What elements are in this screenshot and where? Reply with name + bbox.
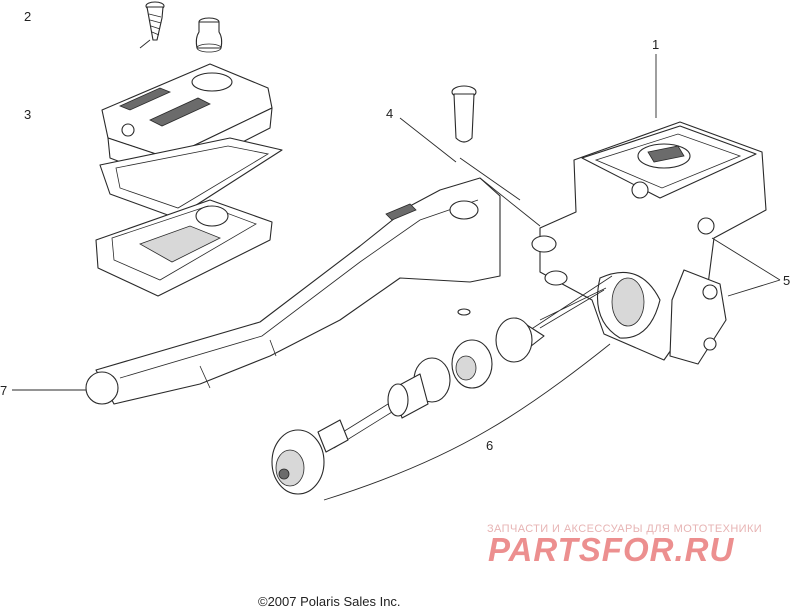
watermark-tagline: ЗАПЧАСТИ И АКСЕССУАРЫ ДЛЯ МОТОТЕХНИКИ [487,523,763,535]
callout-1: 1 [652,37,659,52]
callout-6: 6 [486,438,493,453]
part-grommet [195,17,223,53]
callout-labels: 1 2 3 4 5 6 7 [0,9,790,453]
part-gasket [99,137,283,219]
callout-4: 4 [386,106,393,121]
copyright-text: ©2007 Polaris Sales Inc. [258,594,401,609]
callout-2: 2 [24,9,31,24]
part-master-cylinder [531,121,767,365]
leader-lines [12,39,781,501]
callout-7: 7 [0,383,7,398]
part-diaphragm [95,199,273,297]
callout-5: 5 [783,273,790,288]
part-pivot-bolt [451,85,477,316]
part-screw [145,1,165,41]
part-piston-kit [271,275,613,495]
watermark-logo: PARTSFOR.RU [488,531,735,568]
part-brake-lever [85,177,501,405]
callout-3: 3 [24,107,31,122]
